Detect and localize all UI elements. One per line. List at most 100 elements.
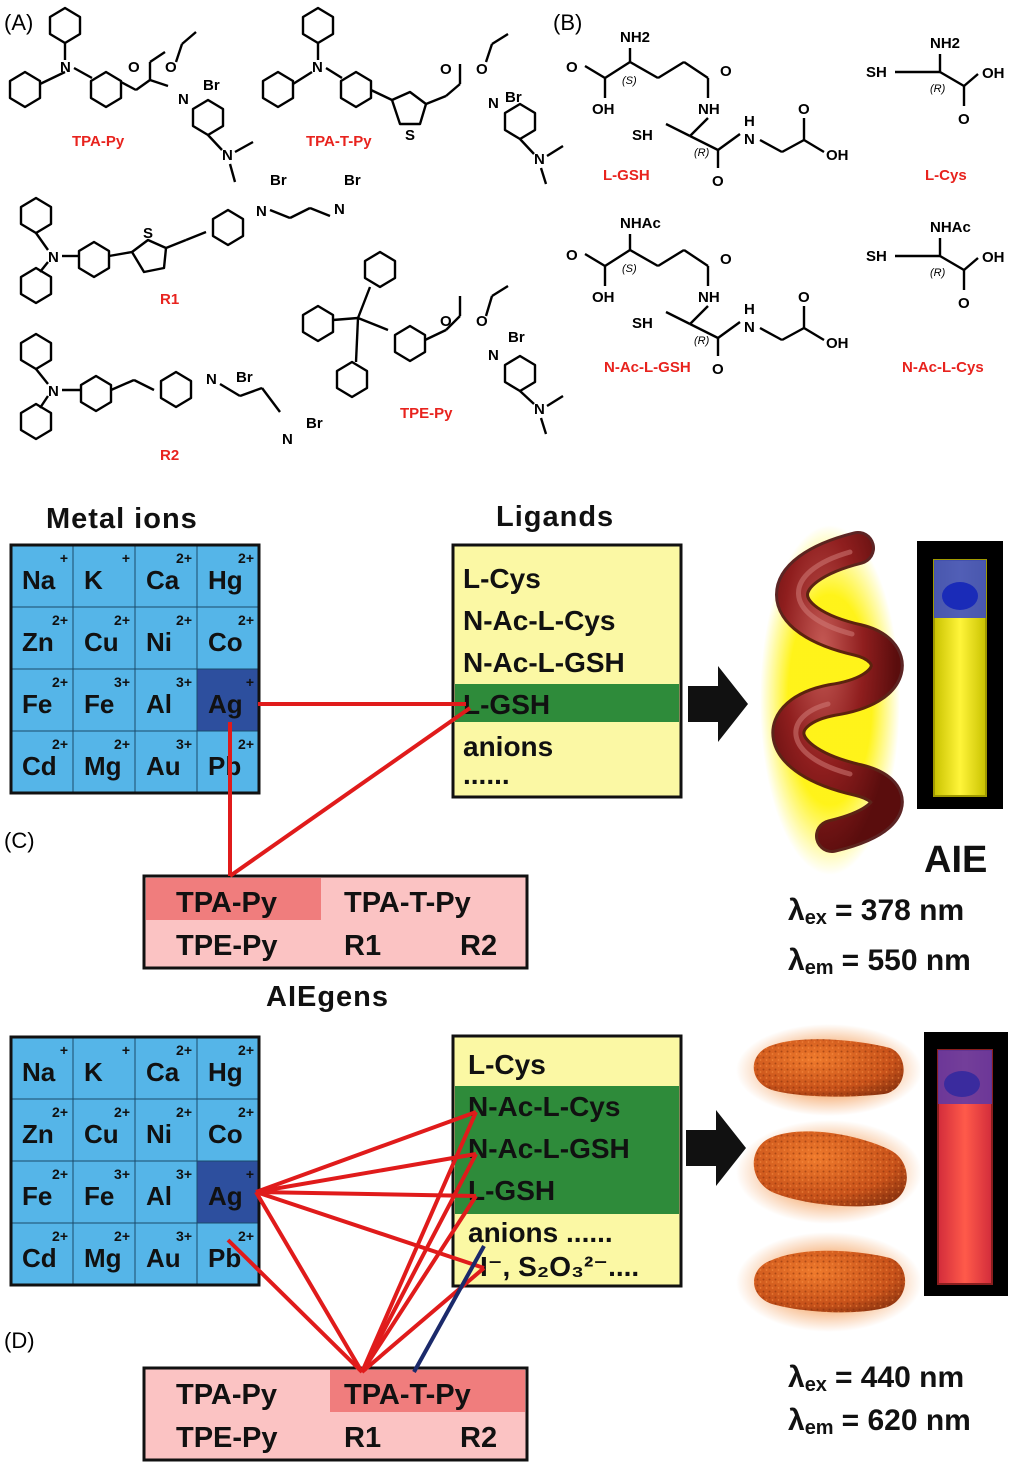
metal-charge: 2+ (114, 736, 130, 752)
molecule-label: L-GSH (603, 167, 650, 184)
metal-ion-cell: Ag+ (196, 668, 260, 732)
oh-group: OH (982, 249, 1005, 266)
ligand-item: ...... (463, 759, 510, 790)
n-atom: N (744, 131, 755, 148)
metal-ion-cell: Fe2+ (10, 668, 74, 732)
metal-charge: + (122, 550, 130, 566)
metal-charge: 2+ (238, 612, 254, 628)
aiegen-item-selected: TPA-T-Py (344, 1379, 471, 1411)
o-atom: O (712, 173, 724, 190)
metal-ion-cell: Al3+ (134, 668, 198, 732)
o-atom: O (476, 313, 488, 330)
metal-ion-cell: Hg2+ (196, 544, 260, 608)
panel-label-c: (C) (4, 828, 35, 853)
o-atom: O (720, 251, 732, 268)
metal-charge: 2+ (238, 1228, 254, 1244)
metal-symbol: Cu (84, 1119, 119, 1149)
sh-group: SH (866, 248, 887, 265)
metal-symbol: Na (22, 565, 56, 595)
aiegen-item: TPE-Py (176, 1422, 278, 1454)
connection-lines-d (226, 1110, 486, 1374)
metal-ion-cell: Al3+ (134, 1160, 198, 1224)
metal-ion-cell: Zn2+ (10, 606, 74, 670)
metal-symbol: Pb (208, 751, 241, 781)
metal-ion-cell: Cd2+ (10, 1222, 74, 1286)
metal-symbol: Ag (208, 1181, 243, 1211)
metal-symbol: Au (146, 751, 181, 781)
structure-tpe-py: O O N Br N TPE-Py (301, 250, 564, 435)
metal-ion-grid: Na+K+Ca2+Hg2+Zn2+Cu2+Ni2+Co2+Fe2+Fe3+Al3… (9, 543, 261, 795)
metal-charge: 2+ (52, 1228, 68, 1244)
metal-charge: 2+ (52, 612, 68, 628)
metal-ion-cell: Cu2+ (72, 606, 136, 670)
metal-charge: 2+ (176, 1042, 192, 1058)
o-atom: O (440, 61, 452, 78)
o-atom: O (566, 59, 578, 76)
metal-ion-cell: Hg2+ (196, 1036, 260, 1100)
metal-charge: 3+ (114, 1166, 130, 1182)
n-atom: N (488, 95, 499, 112)
metal-charge: 3+ (176, 674, 192, 690)
metal-charge: 3+ (176, 736, 192, 752)
oh-group: OH (826, 147, 849, 164)
metal-charge: + (122, 1042, 130, 1058)
stereo-label: (S) (622, 263, 637, 275)
molecule-label: N-Ac-L-Cys (902, 359, 984, 376)
o-atom: O (476, 61, 488, 78)
rod-aggregates (736, 1024, 922, 1332)
nh-group: NH (698, 101, 720, 118)
structure-n-ac-l-gsh: NHAc (S) O OH O NH (R) SH O H N O OH N-A… (566, 215, 849, 378)
n-atom: N (178, 91, 189, 108)
br-atom: Br (505, 89, 522, 106)
metal-charge: 2+ (52, 1166, 68, 1182)
metal-symbol: Cd (22, 751, 57, 781)
aiegen-item: R1 (344, 1422, 381, 1454)
br-atom: Br (344, 172, 361, 189)
metal-ion-cell: Ni2+ (134, 606, 198, 670)
sh-group: SH (866, 64, 887, 81)
metal-charge: 2+ (114, 612, 130, 628)
n-atom: N (206, 371, 217, 388)
metal-charge: 2+ (238, 736, 254, 752)
h-atom: H (744, 301, 755, 318)
metal-symbol: Cd (22, 1243, 57, 1273)
n-atom: N (334, 201, 345, 218)
metal-ion-cell: Ni2+ (134, 1098, 198, 1162)
metal-charge: 2+ (52, 1104, 68, 1120)
stereo-label: (R) (694, 147, 710, 159)
o-atom: O (798, 101, 810, 118)
metal-charge: 3+ (176, 1228, 192, 1244)
metal-symbol: Zn (22, 1119, 54, 1149)
metal-charge: + (246, 1166, 254, 1182)
o-atom: O (958, 111, 970, 128)
stereo-label: (R) (930, 83, 946, 95)
metal-symbol: Co (208, 1119, 243, 1149)
svg-text:λem= 550 nm: λem= 550 nm (788, 944, 971, 979)
metal-symbol: Fe (22, 1181, 52, 1211)
molecule-label: R1 (160, 291, 179, 308)
stereo-label: (S) (622, 75, 637, 87)
metal-ion-cell: Na+ (10, 544, 74, 608)
metal-charge: + (60, 1042, 68, 1058)
rod-aggregate (736, 1120, 922, 1224)
metal-symbol: Co (208, 627, 243, 657)
metal-ion-cell: Na+ (10, 1036, 74, 1100)
aiegen-item: R2 (460, 1422, 497, 1454)
oh-group: OH (592, 289, 615, 306)
metal-symbol: Mg (84, 1243, 122, 1273)
oh-group: OH (592, 101, 615, 118)
metal-charge: 2+ (176, 550, 192, 566)
metal-charge: 2+ (176, 612, 192, 628)
svg-text:λem= 620 nm: λem= 620 nm (788, 1404, 971, 1439)
aiegens-title: AIEgens (266, 981, 389, 1013)
aiegen-item: TPA-T-Py (344, 887, 471, 919)
metal-symbol: Ca (146, 1057, 180, 1087)
nh2-group: NH2 (620, 29, 650, 46)
metal-symbol: Cu (84, 627, 119, 657)
ligand-item-selected: L-GSH (463, 689, 550, 720)
structure-tpa-t-py: N S O O N Br N TPA-T-Py (261, 6, 564, 185)
o-atom: O (566, 247, 578, 264)
panel-label-b: (B) (553, 10, 582, 35)
br-atom: Br (508, 329, 525, 346)
